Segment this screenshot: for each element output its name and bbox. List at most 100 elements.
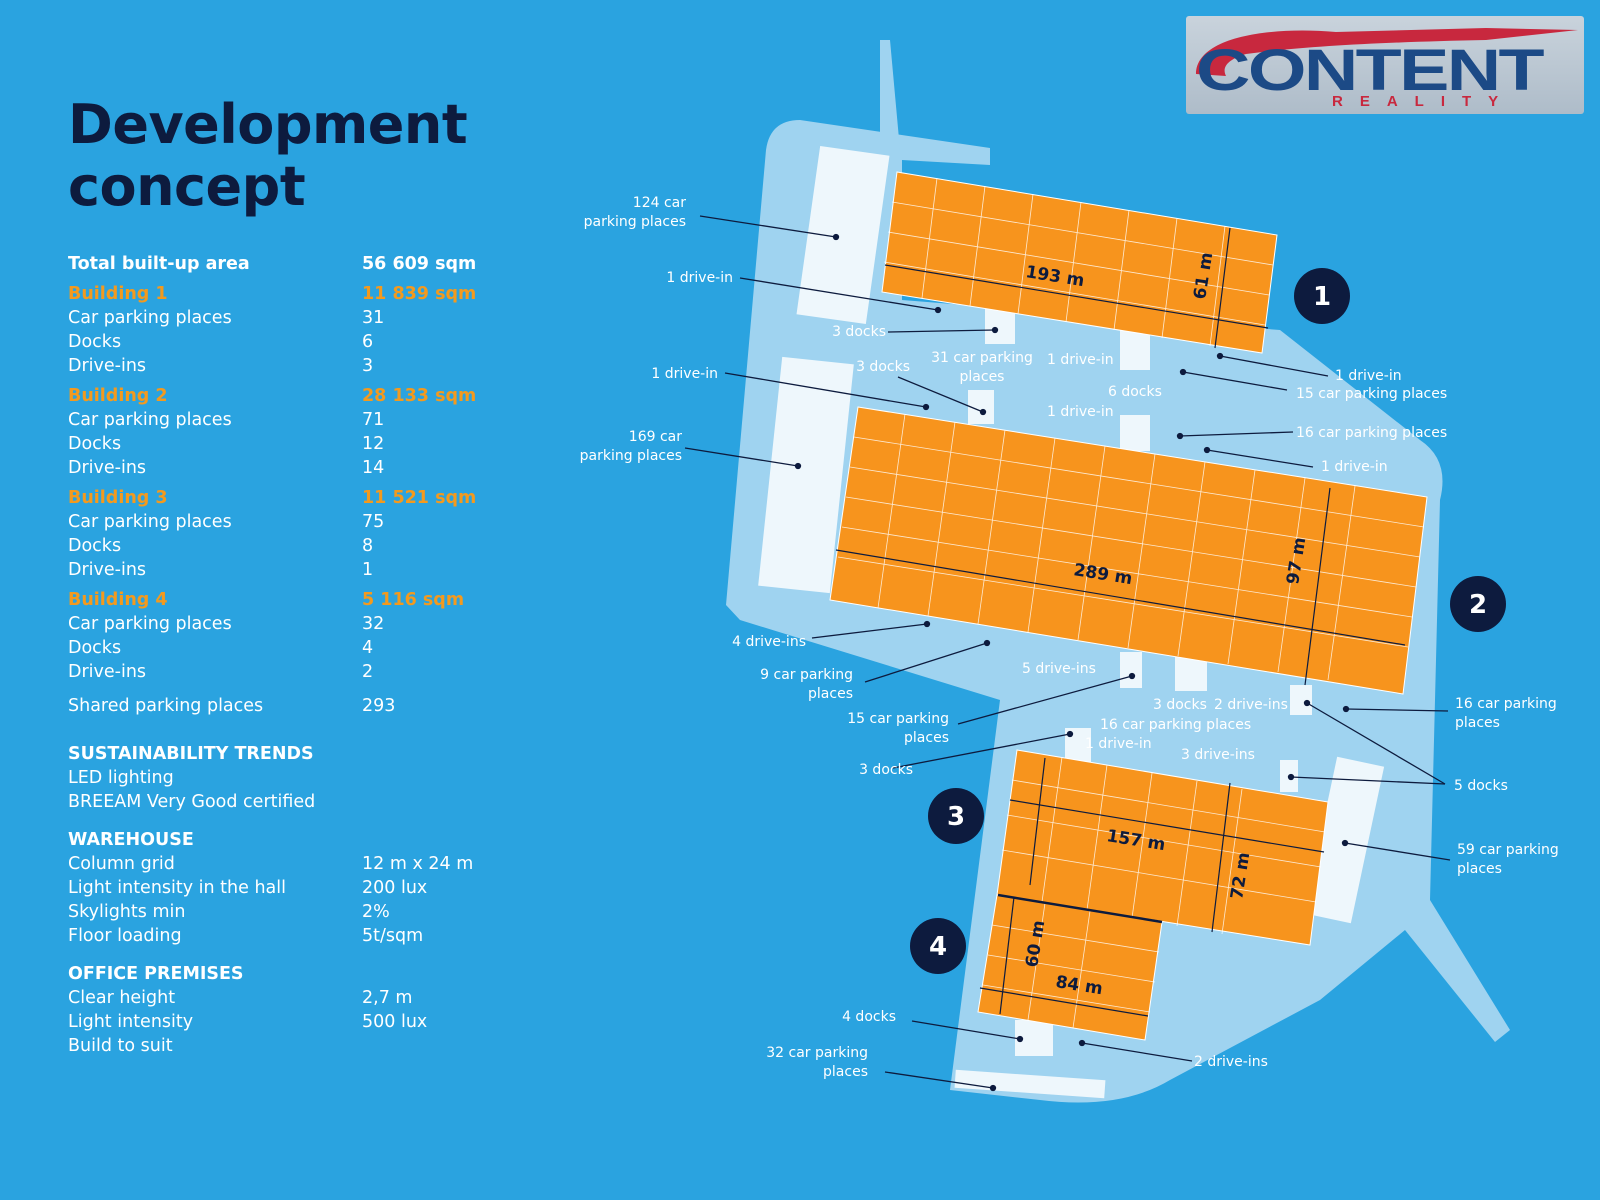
spec-label: Docks	[68, 536, 122, 556]
spec-value: 6	[362, 332, 374, 352]
callout-line: 31 car parking	[931, 350, 1033, 366]
building-3-label: Building 3	[68, 488, 168, 508]
spec-value: 31	[362, 308, 385, 328]
callout-label: 2 drive-ins	[1194, 1054, 1268, 1070]
spec-label: Drive-ins	[68, 458, 147, 478]
callout-line: places	[1457, 861, 1502, 877]
callout-line: 15 car parking places	[1296, 386, 1447, 402]
callout-line: 3 docks	[1153, 697, 1207, 713]
spec-label: Docks	[68, 332, 122, 352]
spec-value: 12 m x 24 m	[362, 854, 474, 874]
callout-label: 1 drive-in	[1335, 368, 1402, 384]
dimension-lines	[835, 227, 1406, 1017]
callout-line: 1 drive-in	[651, 366, 718, 382]
building-4-header: Building 4 5 116 sqm	[68, 588, 528, 612]
title-line-2: concept	[68, 155, 306, 218]
callout-line: 4 drive-ins	[732, 634, 806, 650]
callout-line: 32 car parking	[766, 1045, 868, 1061]
spec-value: 75	[362, 512, 385, 532]
leader-lines	[684, 215, 1451, 1092]
spec-value: 5t/sqm	[362, 926, 424, 946]
building-4-area: 5 116 sqm	[362, 590, 465, 610]
spec-value: 200 lux	[362, 878, 428, 898]
badge-3: 3	[947, 802, 965, 832]
spec-label: Car parking places	[68, 614, 232, 634]
callout-line: 59 car parking	[1457, 842, 1559, 858]
badge-4: 4	[929, 932, 947, 962]
building-3	[996, 749, 1329, 946]
callout-label: 3 docks	[856, 359, 910, 375]
spec-row: Car parking places 75	[68, 510, 528, 534]
callout-line: 3 docks	[859, 762, 913, 778]
callout-line: 1 drive-in	[1047, 352, 1114, 368]
spec-label: Column grid	[68, 854, 175, 874]
spec-row: Column grid 12 m x 24 m	[68, 852, 528, 876]
shared-parking-row: Shared parking places 293	[68, 694, 528, 718]
building-3-area: 11 521 sqm	[362, 488, 477, 508]
total-area-row: Total built-up area 56 609 sqm	[68, 252, 528, 276]
logo-sub: REALITY	[1332, 93, 1515, 110]
spec-row: Drive-ins 14	[68, 456, 528, 480]
callout-line: places	[1455, 715, 1500, 731]
building-2-area: 28 133 sqm	[362, 386, 477, 406]
spec-label: Car parking places	[68, 410, 232, 430]
badge-2: 2	[1469, 590, 1487, 620]
warehouse-heading: WAREHOUSE	[68, 830, 194, 850]
sustainability-line: LED lighting	[68, 768, 174, 788]
spec-value: 71	[362, 410, 385, 430]
building-grid	[837, 177, 1425, 1029]
callout-label: 5 docks	[1454, 778, 1508, 794]
spec-value: 14	[362, 458, 385, 478]
callout-line: 5 drive-ins	[1022, 661, 1096, 677]
callout-label: 3 drive-ins	[1181, 747, 1255, 763]
spec-value: 1	[362, 560, 374, 580]
spec-label: Docks	[68, 434, 122, 454]
callout-line: places	[808, 686, 853, 702]
callout-label: 6 docks	[1108, 384, 1162, 400]
spec-value: 3	[362, 356, 374, 376]
spec-row: Car parking places 32	[68, 612, 528, 636]
spec-label: Floor loading	[68, 926, 182, 946]
building-2	[829, 406, 1428, 695]
building-3-header: Building 3 11 521 sqm	[68, 486, 528, 510]
spec-label: Docks	[68, 638, 122, 658]
callout-label: 1 drive-in	[1047, 404, 1114, 420]
parking-bays	[758, 145, 1385, 1099]
callout-label: 1 drive-in	[1047, 352, 1114, 368]
badge-1: 1	[1313, 282, 1331, 312]
specs-panel: Total built-up area 56 609 sqm Building …	[68, 252, 528, 1058]
spec-label: Car parking places	[68, 512, 232, 532]
spec-row: Car parking places 71	[68, 408, 528, 432]
callout-label: 4 docks	[842, 1009, 896, 1025]
spec-row: Docks 6	[68, 330, 528, 354]
callout-line: parking places	[580, 448, 682, 464]
spec-row: Floor loading 5t/sqm	[68, 924, 528, 948]
callout-label: 3 docks	[1153, 697, 1207, 713]
page-title: Development concept	[68, 94, 468, 218]
callout-line: 16 car parking places	[1296, 425, 1447, 441]
callout-line: parking places	[584, 214, 686, 230]
building-1-label: Building 1	[68, 284, 168, 304]
spec-value: 2	[362, 662, 374, 682]
spec-label: Car parking places	[68, 308, 232, 328]
callout-line: places	[904, 730, 949, 746]
callout-label: 1 drive-in	[666, 270, 733, 286]
callout-line: 4 docks	[842, 1009, 896, 1025]
logo-name: CONTENT	[1196, 38, 1544, 103]
spec-value: 2%	[362, 902, 390, 922]
building-2-header: Building 2 28 133 sqm	[68, 384, 528, 408]
spec-value: 32	[362, 614, 385, 634]
building-1-area: 11 839 sqm	[362, 284, 477, 304]
